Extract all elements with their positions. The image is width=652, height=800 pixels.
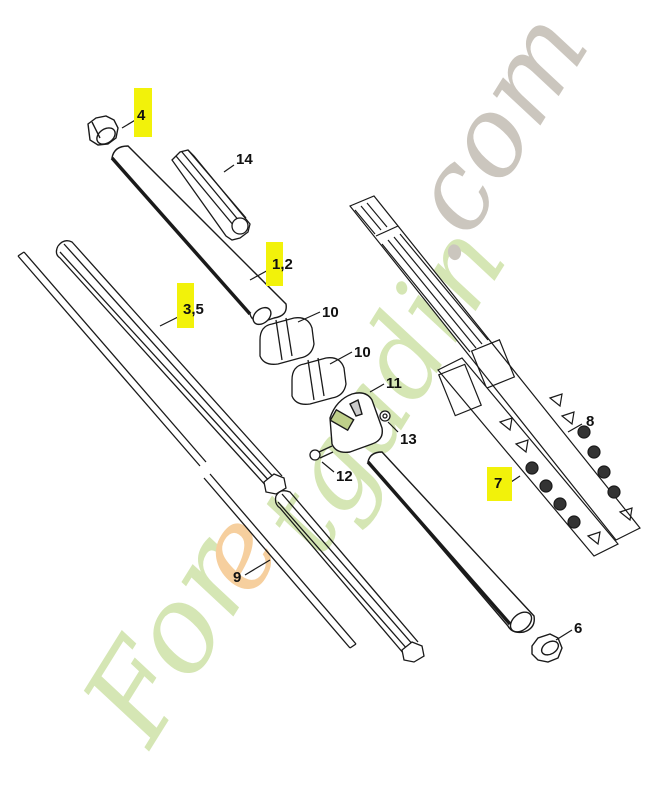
callout-8[interactable]: 8 bbox=[586, 413, 595, 430]
callout-9[interactable]: 9 bbox=[233, 569, 242, 586]
part-7-label-strip bbox=[437, 357, 619, 557]
callout-1-2[interactable]: 1,2 bbox=[272, 256, 293, 273]
part-11-handle-loop bbox=[329, 392, 383, 454]
part-10-clamp-lower bbox=[291, 357, 347, 405]
highlight-1-2 bbox=[266, 242, 283, 286]
callout-12[interactable]: 12 bbox=[336, 468, 353, 485]
callout-4[interactable]: 4 bbox=[137, 107, 146, 124]
highlight-3-5 bbox=[177, 283, 194, 328]
callout-10a[interactable]: 10 bbox=[322, 304, 339, 321]
lower-shaft-tube bbox=[274, 490, 425, 663]
part-14-spline-sleeve bbox=[171, 149, 251, 241]
callout-3-5[interactable]: 3,5 bbox=[183, 301, 204, 318]
part-3-5-shaft-tube bbox=[55, 240, 287, 495]
part-1-2-tube bbox=[110, 145, 287, 326]
callout-6[interactable]: 6 bbox=[574, 620, 583, 637]
callout-13[interactable]: 13 bbox=[400, 431, 417, 448]
part-12-screw bbox=[309, 445, 334, 461]
callout-10b[interactable]: 10 bbox=[354, 344, 371, 361]
part-10-clamp-upper bbox=[259, 317, 315, 365]
highlight-7 bbox=[487, 467, 512, 501]
part-9-drive-shaft-lower bbox=[203, 473, 357, 649]
part-13-nut bbox=[379, 410, 391, 422]
part-6-cap bbox=[531, 633, 563, 663]
part-4-cap bbox=[87, 115, 119, 146]
part-9-drive-shaft-upper bbox=[17, 251, 207, 467]
leader-lines bbox=[121, 118, 583, 641]
lower-main-tube bbox=[366, 451, 535, 634]
callout-7[interactable]: 7 bbox=[494, 475, 503, 492]
callout-11[interactable]: 11 bbox=[386, 375, 402, 392]
callout-14[interactable]: 14 bbox=[236, 151, 253, 168]
part-8-label-strip bbox=[349, 195, 641, 541]
highlight-4 bbox=[134, 88, 152, 137]
